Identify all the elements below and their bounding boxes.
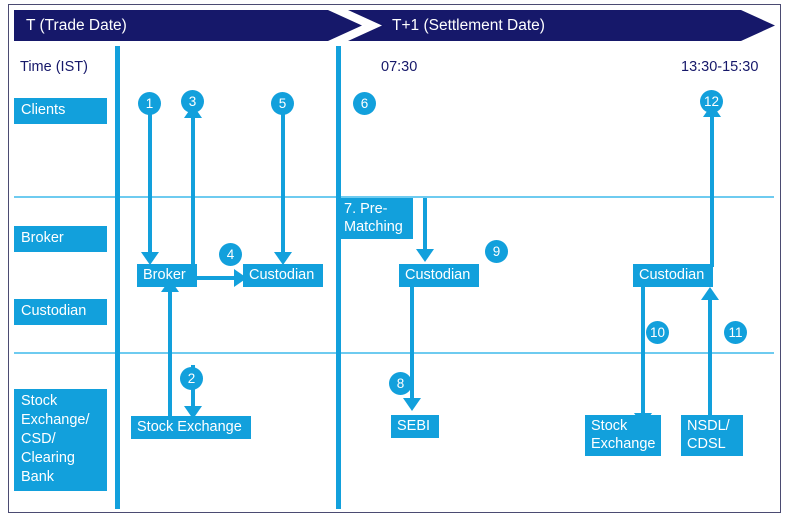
node-custodian-settlement-prematch: Custodian <box>399 264 479 287</box>
lane-tag-stock-exchange-csd-clearing-bank: Stock Exchange/ CSD/ Clearing Bank <box>14 389 107 491</box>
step-badge-9: 9 <box>485 240 508 263</box>
step-badge-6: 6 <box>353 92 376 115</box>
connector-step-3 <box>191 113 195 265</box>
time-row-label: Time (IST) <box>20 59 88 75</box>
arrowhead-step-1 <box>141 252 159 265</box>
step-badge-5: 5 <box>271 92 294 115</box>
connector-step-8 <box>410 287 414 401</box>
lane-tag-custodian: Custodian <box>14 299 107 325</box>
lane-tag-clients: Clients <box>14 98 107 124</box>
arrowhead-step-8 <box>403 398 421 411</box>
step-badge-8: 8 <box>389 372 412 395</box>
time-mark-1330-1530: 13:30-15:30 <box>681 59 759 75</box>
lane-divider-clients-broker <box>14 196 774 198</box>
connector-step-7 <box>423 198 427 250</box>
connector-step-10 <box>641 287 645 417</box>
connector-step-4 <box>196 276 238 280</box>
step-badge-4: 4 <box>219 243 242 266</box>
lane-divider-custodian-exchange <box>14 352 774 354</box>
arrowhead-step-11 <box>701 287 719 300</box>
arrowhead-step-5 <box>274 252 292 265</box>
node-stock-exchange-settlement: Stock Exchange <box>585 415 661 456</box>
arrowhead-step-7 <box>416 249 434 262</box>
node-custodian-trade-date: Custodian <box>243 264 323 287</box>
arrowhead-step-2-up <box>161 279 179 292</box>
connector-step-12 <box>710 112 714 267</box>
connector-step-1 <box>148 108 152 256</box>
step-badge-2: 2 <box>180 367 203 390</box>
node-sebi: SEBI <box>391 415 439 438</box>
step-badge-10: 10 <box>646 321 669 344</box>
step-badge-1: 1 <box>138 92 161 115</box>
phase-rail-settlement-date <box>336 46 341 509</box>
arrowhead-step-2-down <box>184 406 202 419</box>
phase-banner-settlement-date-label: T+1 (Settlement Date) <box>392 16 545 34</box>
step-badge-3: 3 <box>181 90 204 113</box>
lane-tag-broker: Broker <box>14 226 107 252</box>
phase-banner-trade-date-label: T (Trade Date) <box>26 16 127 34</box>
connector-step-2-up <box>168 287 172 419</box>
time-mark-0730: 07:30 <box>381 59 418 75</box>
step-badge-11: 11 <box>724 321 747 344</box>
connector-step-11 <box>708 295 712 415</box>
phase-banner-settlement-date: T+1 (Settlement Date) <box>348 10 775 41</box>
step-badge-12: 12 <box>700 90 723 113</box>
node-custodian-settlement: Custodian <box>633 264 713 287</box>
node-stock-exchange-trade-date: Stock Exchange <box>131 416 251 439</box>
phase-banner-trade-date: T (Trade Date) <box>14 10 362 41</box>
phase-rail-trade-date <box>115 46 120 509</box>
node-pre-matching: 7. Pre- Matching <box>338 198 413 239</box>
node-nsdl-cdsl: NSDL/ CDSL <box>681 415 743 456</box>
connector-step-5 <box>281 110 285 256</box>
